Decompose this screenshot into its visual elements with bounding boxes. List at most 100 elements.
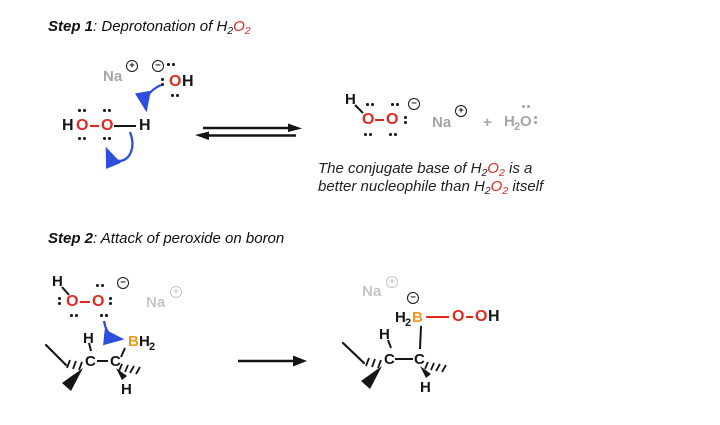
peroxide-o1: O xyxy=(66,293,79,310)
caption-line2: better nucleophile than H2O2 itself xyxy=(318,178,544,197)
hash-bond xyxy=(430,362,435,371)
lone-pair-dots xyxy=(78,137,86,140)
water-o: O xyxy=(520,113,532,130)
plus-charge-icon: + xyxy=(126,60,138,72)
wedge-bond xyxy=(361,366,382,389)
equilibrium-arrowhead-right xyxy=(288,123,302,132)
product-hydrogen: H xyxy=(345,91,356,108)
carbon-2: C xyxy=(110,353,121,370)
borane-sub: 2 xyxy=(149,341,156,353)
skeleton-h-top: H xyxy=(83,330,94,347)
lone-pair-dots xyxy=(366,103,374,106)
lone-pair-dots xyxy=(171,94,179,97)
step2-title: Step 2: Attack of peroxide on boron xyxy=(48,230,285,247)
lone-pair-dots xyxy=(391,103,399,106)
peroxide-o1: O xyxy=(76,117,89,134)
product-o2: O xyxy=(386,111,399,128)
bond-c-b xyxy=(120,347,126,358)
lone-pair-dots xyxy=(100,314,108,317)
bond-h-o xyxy=(61,286,70,296)
water-h: H xyxy=(504,113,515,130)
lone-pair-dots xyxy=(522,105,530,108)
hash-bond xyxy=(371,358,376,368)
plus-sign: + xyxy=(483,114,492,131)
curved-arrow-peroxide-to-boron xyxy=(102,320,125,346)
hash-bond xyxy=(424,361,429,370)
hash-bond xyxy=(441,364,447,373)
curved-arrow-hydroxide-to-h xyxy=(135,83,162,113)
wedge-bond-to-h xyxy=(116,368,127,380)
bond-h-c xyxy=(387,339,392,349)
minus-charge-icon: − xyxy=(408,98,420,110)
hydroxide-hydrogen: H xyxy=(182,73,194,90)
product-sub: 2 xyxy=(405,317,412,329)
bond-h-c xyxy=(88,342,92,352)
sodium-cation: Na xyxy=(146,294,166,311)
hash-bond xyxy=(78,361,83,371)
bond-h-o xyxy=(354,104,364,114)
lone-pair-dots xyxy=(96,284,104,287)
carbon-1: C xyxy=(85,353,96,370)
carbon-2: C xyxy=(414,351,425,368)
lone-pair-dots xyxy=(78,109,86,112)
minus-charge-icon: − xyxy=(407,292,419,304)
peroxide-h1: H xyxy=(62,117,74,134)
alkyl-chain-line xyxy=(341,341,366,365)
boron-atom: B xyxy=(128,333,139,350)
minus-charge-icon: − xyxy=(152,60,164,72)
hash-bond xyxy=(72,360,77,370)
product-o1: O xyxy=(362,111,375,128)
lone-pair-dots xyxy=(404,116,407,124)
plus-charge-icon: + xyxy=(170,286,182,298)
lone-pair-dots xyxy=(109,297,112,305)
hash-bond xyxy=(124,364,129,373)
hash-bond xyxy=(377,359,382,369)
hash-bond xyxy=(435,363,441,372)
caption-line1: The conjugate base of H2O2 is a xyxy=(318,160,533,179)
plus-charge-icon: + xyxy=(386,276,398,288)
lone-pair-dots xyxy=(167,63,175,66)
peroxide-o2: O xyxy=(101,117,114,134)
wedge-bond xyxy=(62,368,83,391)
peroxide-o2: O xyxy=(92,293,105,310)
curved-arrow-bond-to-oxygen xyxy=(105,131,134,170)
lone-pair-dots xyxy=(389,133,397,136)
product-o1: O xyxy=(452,308,465,325)
product-oh-h: H xyxy=(488,308,500,325)
bond-c-b xyxy=(419,325,422,350)
lone-pair-dots xyxy=(364,133,372,136)
equilibrium-arrowhead-left xyxy=(195,131,209,140)
sodium-cation: Na xyxy=(362,283,382,300)
peroxide-hydrogen: H xyxy=(52,273,63,290)
lone-pair-dots xyxy=(58,297,61,305)
hash-bond xyxy=(135,366,141,375)
minus-charge-icon: − xyxy=(117,277,129,289)
reaction-arrowhead xyxy=(293,355,307,367)
product-h: H xyxy=(395,309,406,326)
plus-charge-icon: + xyxy=(455,105,467,117)
hash-bond xyxy=(129,365,135,374)
sodium-cation: Na xyxy=(103,68,123,85)
boron-atom: B xyxy=(412,309,423,326)
carbon-1: C xyxy=(384,351,395,368)
sodium-cation: Na xyxy=(432,114,452,131)
step2-label: Step 2 xyxy=(48,230,94,247)
lone-pair-dots xyxy=(534,116,537,124)
hydroxide-oxygen: O xyxy=(169,73,182,90)
lone-pair-dots xyxy=(103,137,111,140)
lone-pair-dots xyxy=(70,314,78,317)
lone-pair-dots xyxy=(103,109,111,112)
step1-title: Step 1: Deprotonation of H2O2 xyxy=(48,18,251,37)
skeleton-h-bottom: H xyxy=(121,381,132,398)
product-o2: O xyxy=(475,308,488,325)
skeleton-h-top: H xyxy=(379,326,390,343)
skeleton-h-bottom: H xyxy=(420,379,431,396)
hash-bond xyxy=(365,357,370,367)
hash-bond xyxy=(118,363,123,372)
peroxide-h2: H xyxy=(139,117,151,134)
hash-bond xyxy=(66,359,71,369)
water-sub: 2 xyxy=(514,121,521,133)
step1-label: Step 1 xyxy=(48,18,94,35)
wedge-bond-to-h xyxy=(420,366,431,378)
